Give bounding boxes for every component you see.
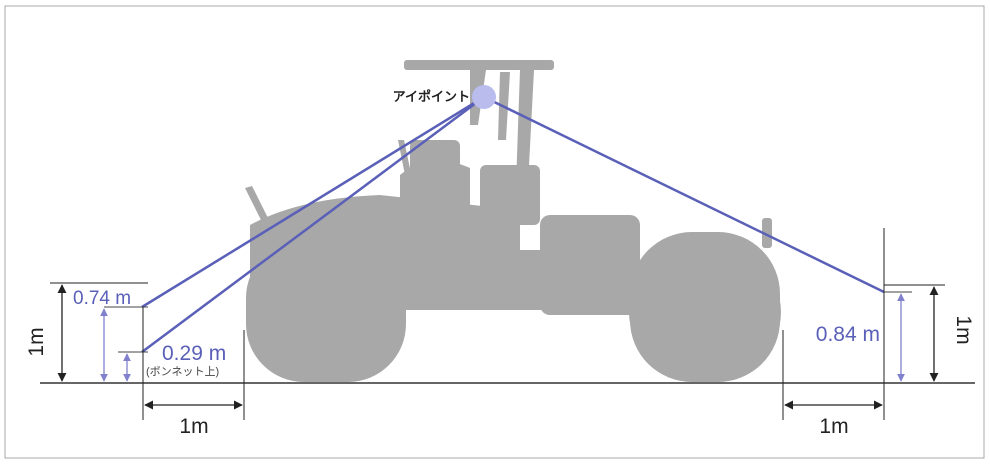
sight-lines [141, 95, 885, 354]
left-horizontal-ref-label: 1m [179, 415, 208, 438]
right-horizontal-ref-label: 1m [819, 415, 848, 438]
left-lower-note: (ボンネット上) [146, 365, 219, 378]
right-vertical-ref-label: 1m [952, 315, 975, 344]
left-upper-height-label: 0.74 m [73, 288, 131, 309]
right-height-dimension: 0.84 m [816, 291, 912, 382]
sight-line-right [483, 95, 885, 294]
left-horizontal-dimension: 1m [142, 307, 245, 438]
sight-line-lower-left [141, 95, 485, 354]
right-vertical-dimension: 1m [884, 284, 975, 382]
left-lower-height-dimension: 0.29 m (ボンネット上) [118, 342, 226, 382]
roller-silhouette [245, 60, 781, 382]
sight-line-upper-left [141, 95, 485, 309]
left-lower-height-label: 0.29 m [162, 342, 226, 365]
right-height-label: 0.84 m [816, 323, 880, 346]
eye-point-label: アイポイント [393, 89, 470, 104]
eye-point-marker [472, 85, 496, 109]
left-upper-height-dimension: 0.74 m [73, 288, 148, 382]
left-vertical-ref-label: 1m [25, 327, 48, 356]
left-vertical-dimension: 1m [25, 282, 148, 382]
right-horizontal-dimension: 1m [782, 228, 885, 438]
